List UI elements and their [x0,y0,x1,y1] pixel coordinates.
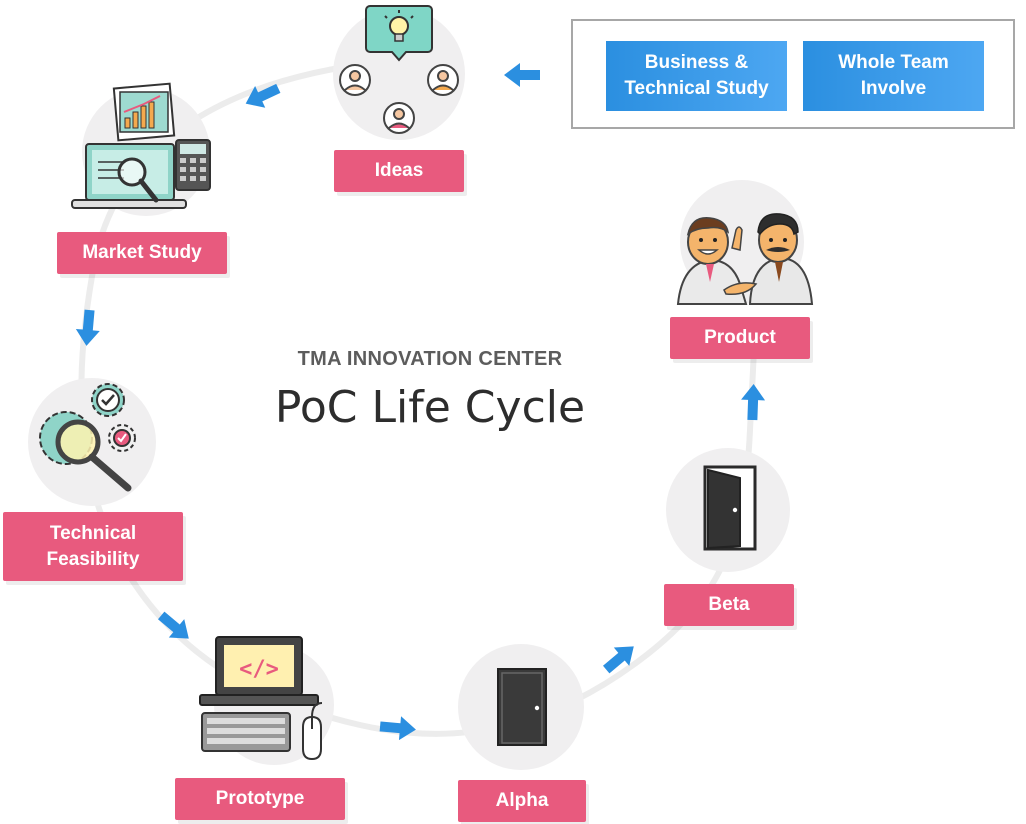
arrow-legend-to-ideas [504,63,540,87]
arrow-technical-to-prototype [157,611,189,639]
code-symbol: </> [239,657,279,682]
stage-label-alpha: Alpha [458,780,586,822]
stage-label-beta: Beta [664,584,794,626]
handshake-icon [676,213,814,305]
arrow-beta-to-product [741,384,766,421]
diagram-title: PoC Life Cycle [274,382,586,433]
legend-box: Business & Technical Study Whole Team In… [571,19,1015,129]
organization-name: TMA INNOVATION CENTER [297,348,563,370]
arrow-market-to-technical [75,309,100,346]
closed-door-icon [497,668,547,746]
stage-label-ideas: Ideas [334,150,464,192]
ideas-icon [339,5,459,134]
stage-label-product: Product [670,317,810,359]
gears-magnifier-icon [39,383,136,492]
laptop-chart-icon [71,82,211,209]
legend-whole-team-involve: Whole Team Involve [803,41,984,111]
legend-business-technical-study: Business & Technical Study [606,41,787,111]
arrow-ideas-to-market [245,83,281,108]
laptop-code-icon: </> [199,636,323,761]
stage-label-market-study: Market Study [57,232,227,274]
open-door-icon [703,465,757,551]
arrow-alpha-to-beta [602,646,634,674]
stage-label-prototype: Prototype [175,778,345,820]
stage-label-technical-feasibility: Technical Feasibility [3,512,183,581]
arrow-prototype-to-alpha [379,716,416,741]
